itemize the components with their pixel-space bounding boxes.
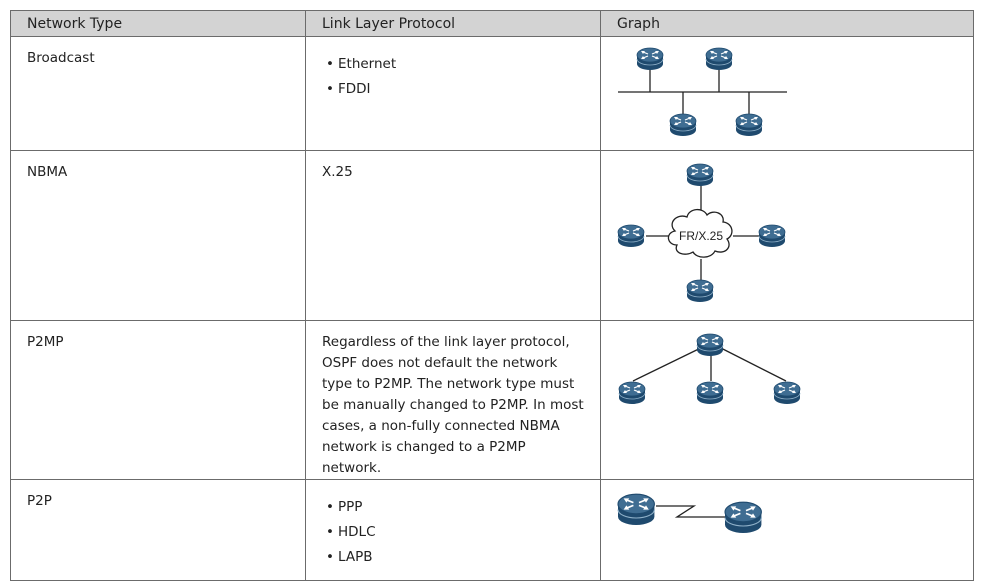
nbma-cloud-topology-icon: FR/X.25 xyxy=(617,163,786,303)
router-icon xyxy=(669,113,697,137)
p2mp-star-topology-icon xyxy=(618,333,801,405)
header-network-type: Network Type xyxy=(10,10,306,37)
graph-cell xyxy=(600,36,974,151)
protocol-list: Ethernet FDDI xyxy=(322,52,584,102)
router-icon xyxy=(696,333,724,357)
protocol-cell: PPP HDLC LAPB xyxy=(305,479,601,581)
router-icon xyxy=(618,381,646,405)
router-icon xyxy=(636,47,664,71)
table-row: NBMA X.25 FR/X.25 xyxy=(10,150,974,321)
protocol-item: LAPB xyxy=(322,545,584,570)
table-row: P2MP Regardless of the link layer protoc… xyxy=(10,320,974,480)
serial-link-icon xyxy=(656,505,725,518)
network-types-table: Network Type Link Layer Protocol Graph B… xyxy=(10,10,974,581)
protocol-item: FDDI xyxy=(322,77,584,102)
router-icon xyxy=(735,113,763,137)
protocol-item: Ethernet xyxy=(322,52,584,77)
network-type-cell: P2P xyxy=(10,479,306,581)
router-icon xyxy=(696,381,724,405)
table-row: Broadcast Ethernet FDDI xyxy=(10,36,974,151)
table-row: P2P PPP HDLC LAPB xyxy=(10,479,974,581)
protocol-cell: Regardless of the link layer protocol, O… xyxy=(305,320,601,480)
broadcast-bus-topology-icon xyxy=(618,47,787,137)
cloud-label: FR/X.25 xyxy=(679,229,723,243)
graph-cell xyxy=(600,320,974,480)
graph-cell xyxy=(600,479,974,581)
header-row: Network Type Link Layer Protocol Graph xyxy=(10,10,974,37)
header-link-layer-protocol: Link Layer Protocol xyxy=(305,10,601,37)
router-icon xyxy=(617,224,645,248)
protocol-cell: X.25 xyxy=(305,150,601,321)
graph-cell: FR/X.25 xyxy=(600,150,974,321)
header-graph: Graph xyxy=(600,10,974,37)
p2mp-description: Regardless of the link layer protocol, O… xyxy=(322,334,584,476)
network-type-cell: NBMA xyxy=(10,150,306,321)
router-icon xyxy=(686,163,714,187)
network-type-cell: Broadcast xyxy=(10,36,306,151)
protocol-item: HDLC xyxy=(322,520,584,545)
protocol-list: PPP HDLC LAPB xyxy=(322,495,584,570)
p2p-serial-link-topology-icon xyxy=(617,493,763,534)
network-type-cell: P2MP xyxy=(10,320,306,480)
router-icon xyxy=(773,381,801,405)
router-icon xyxy=(758,224,786,248)
router-icon xyxy=(705,47,733,71)
protocol-cell: Ethernet FDDI xyxy=(305,36,601,151)
router-icon xyxy=(617,493,656,526)
cloud-icon xyxy=(667,208,733,258)
protocol-item: PPP xyxy=(322,495,584,520)
router-icon xyxy=(724,501,763,534)
router-icon xyxy=(686,279,714,303)
